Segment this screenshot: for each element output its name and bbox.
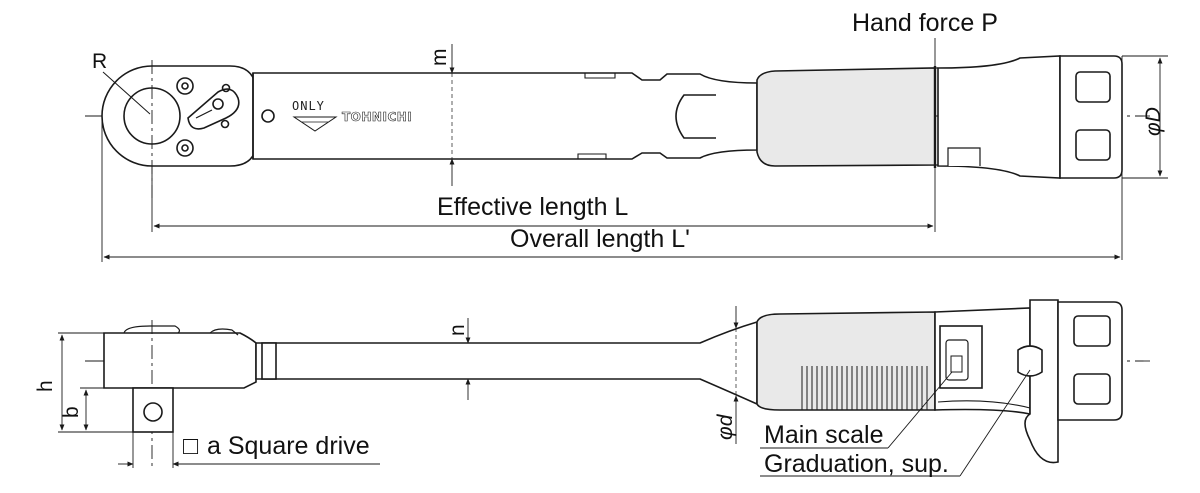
graduation-bracket xyxy=(1024,299,1059,464)
grip xyxy=(756,67,936,167)
dim-m-label: m xyxy=(428,49,451,67)
window-slot xyxy=(675,94,716,139)
side-tube xyxy=(255,320,758,406)
hand-force-label: Hand force P xyxy=(852,9,998,37)
ratchet-head xyxy=(101,60,257,198)
square-drive-box: □ xyxy=(183,432,199,460)
top-view xyxy=(85,38,1168,262)
square-drive xyxy=(132,387,174,433)
dim-d-label: φd xyxy=(714,413,737,440)
main-scale-label: Main scale xyxy=(764,421,884,449)
radius-line xyxy=(102,71,151,115)
brand-marking: TOHNICHI xyxy=(342,110,412,124)
dim-h-label: h xyxy=(34,380,57,392)
tube-body xyxy=(252,72,758,160)
side-grip xyxy=(756,311,936,411)
only-marking: ONLY xyxy=(292,99,325,113)
dim-D-label: φD xyxy=(1142,107,1165,136)
radius-label: R xyxy=(92,50,107,73)
dim-b-label: b xyxy=(60,406,83,418)
side-view xyxy=(58,299,1150,477)
side-head xyxy=(103,332,257,389)
square-drive-label: a Square drive xyxy=(207,432,370,460)
overall-length-label: Overall length L' xyxy=(510,225,690,253)
grip-ribs xyxy=(801,366,928,410)
graduation-label: Graduation, sup. xyxy=(764,450,949,478)
dim-n-label: n xyxy=(446,324,469,336)
effective-length-label: Effective length L xyxy=(437,193,628,221)
pin-hole xyxy=(261,109,275,123)
only-arrow xyxy=(292,116,338,132)
